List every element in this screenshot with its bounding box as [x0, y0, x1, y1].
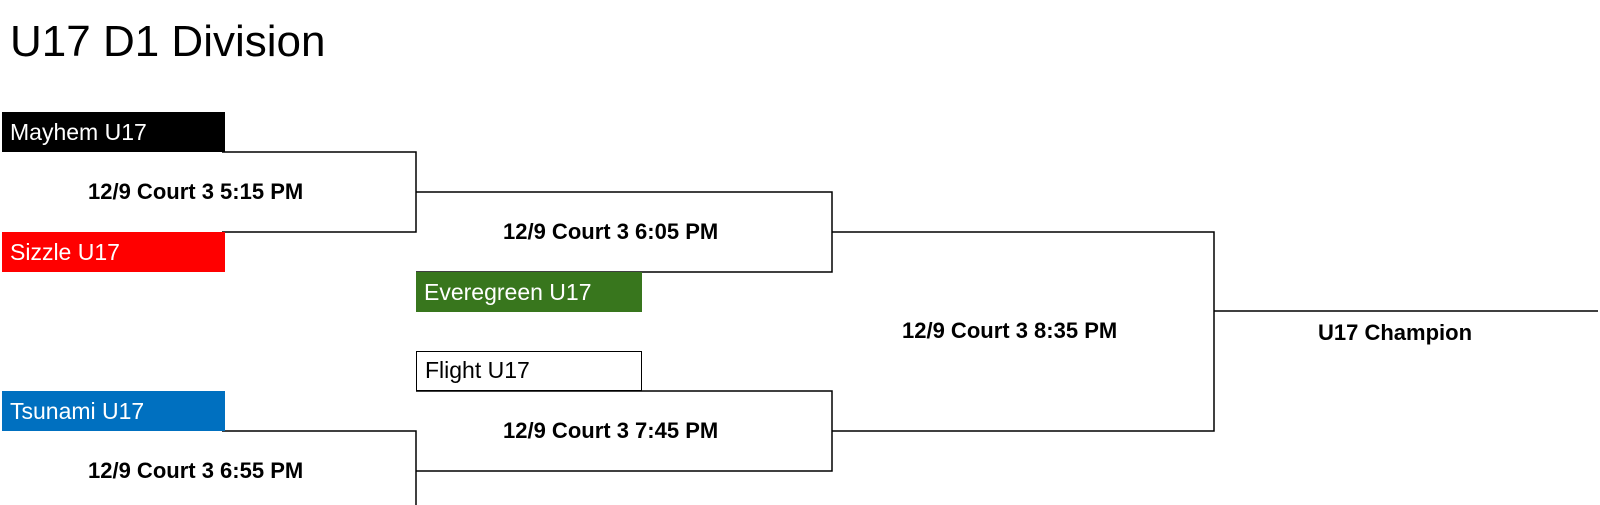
- team-flight: Flight U17: [416, 351, 642, 391]
- team-everegreen: Everegreen U17: [416, 272, 642, 312]
- team-everegreen-label: Everegreen U17: [424, 279, 592, 305]
- team-sizzle: Sizzle U17: [2, 232, 225, 272]
- bracket-title: U17 D1 Division: [10, 17, 326, 66]
- team-flight-label: Flight U17: [425, 357, 530, 383]
- game-round2-top: 12/9 Court 3 6:05 PM: [503, 219, 719, 244]
- game-round1-top: 12/9 Court 3 5:15 PM: [88, 179, 304, 204]
- team-mayhem-label: Mayhem U17: [10, 119, 147, 145]
- team-tsunami-label: Tsunami U17: [10, 398, 145, 424]
- match-line-round1-bottom: [222, 430, 417, 505]
- team-mayhem: Mayhem U17: [2, 112, 225, 152]
- game-final: 12/9 Court 3 8:35 PM: [902, 318, 1118, 343]
- game-round2-bottom: 12/9 Court 3 7:45 PM: [503, 418, 719, 443]
- match-line-final: [832, 231, 1215, 432]
- game-round1-bottom: 12/9 Court 3 6:55 PM: [88, 458, 304, 483]
- team-tsunami: Tsunami U17: [2, 391, 225, 431]
- champion-label: U17 Champion: [1318, 320, 1473, 345]
- team-sizzle-label: Sizzle U17: [10, 239, 120, 265]
